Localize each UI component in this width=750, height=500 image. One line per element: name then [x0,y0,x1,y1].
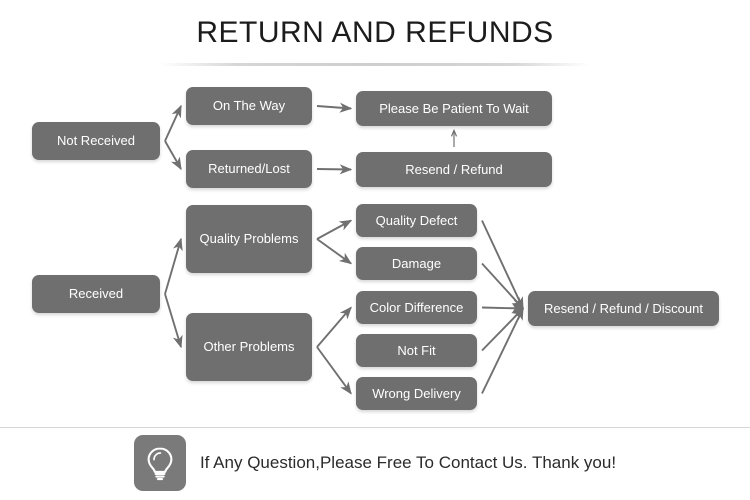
flow-arrow-received-to-quality-problems [164,237,183,295]
flow-node-wrong-delivery: Wrong Delivery [356,377,477,410]
lightbulb-icon-container [133,435,186,491]
footer: If Any Question,Please Free To Contact U… [0,432,750,494]
flow-node-label: Damage [391,255,442,271]
flow-node-resend-refund-discount: Resend / Refund / Discount [528,291,719,326]
flow-node-label: Resend / Refund / Discount [544,300,703,316]
flow-node-other-problems: Other Problems [186,313,312,381]
flow-arrow-returned-lost-to-resend-refund [316,164,353,175]
flow-node-label: Color Difference [369,299,464,315]
flow-node-not-fit: Not Fit [356,334,477,367]
flow-node-label: Resend / Refund [405,161,503,177]
lightbulb-icon [147,447,173,481]
flow-node-label: Quality Defect [375,212,458,228]
flow-arrow-quality-defect-to-resend-refund-discount [481,220,524,310]
flow-arrow-quality-problems-to-quality-defect [316,219,353,240]
footer-text: If Any Question,Please Free To Contact U… [199,453,617,472]
flow-node-label: On The Way [212,98,286,114]
flow-node-resend-refund: Resend / Refund [356,152,552,187]
flow-arrow-not-received-to-returned-lost [164,140,182,171]
footer-divider [0,427,750,428]
flow-node-label: Wrong Delivery [372,385,461,401]
flow-node-label: Not Received [56,133,136,149]
flow-arrow-on-the-way-to-be-patient [316,102,353,113]
flow-arrow-wrong-delivery-to-resend-refund-discount [481,307,524,394]
flow-node-not-received: Not Received [32,122,160,160]
title-divider [160,63,590,66]
flow-node-color-difference: Color Difference [356,291,477,324]
flow-arrow-color-difference-to-resend-refund-discount [481,303,525,314]
flow-node-label: Please Be Patient To Wait [379,100,529,116]
flow-node-label: Received [68,286,124,302]
flow-arrow-not-received-to-on-the-way [164,104,182,142]
flow-arrow-other-problems-to-color-difference [316,306,352,348]
page-title: RETURN AND REFUNDS [196,16,554,49]
flow-node-label: Not Fit [397,342,436,358]
flow-node-label: Returned/Lost [208,161,290,177]
flow-arrow-not-fit-to-resend-refund-discount [481,307,524,352]
flow-node-label: Quality Problems [199,231,299,247]
flow-node-be-patient: Please Be Patient To Wait [356,91,552,126]
flow-node-received: Received [32,275,160,313]
flow-arrow-received-to-other-problems [164,293,183,349]
flow-node-on-the-way: On The Way [186,87,312,125]
flow-node-damage: Damage [356,247,477,280]
flow-node-quality-defect: Quality Defect [356,204,477,237]
flow-arrow-other-problems-to-wrong-delivery [316,346,352,395]
flow-arrow-quality-problems-to-damage [316,238,353,265]
flow-node-quality-problems: Quality Problems [186,205,312,273]
flow-node-returned-lost: Returned/Lost [186,150,312,188]
flow-arrow-damage-to-resend-refund-discount [481,262,524,310]
flow-node-label: Other Problems [203,339,295,355]
